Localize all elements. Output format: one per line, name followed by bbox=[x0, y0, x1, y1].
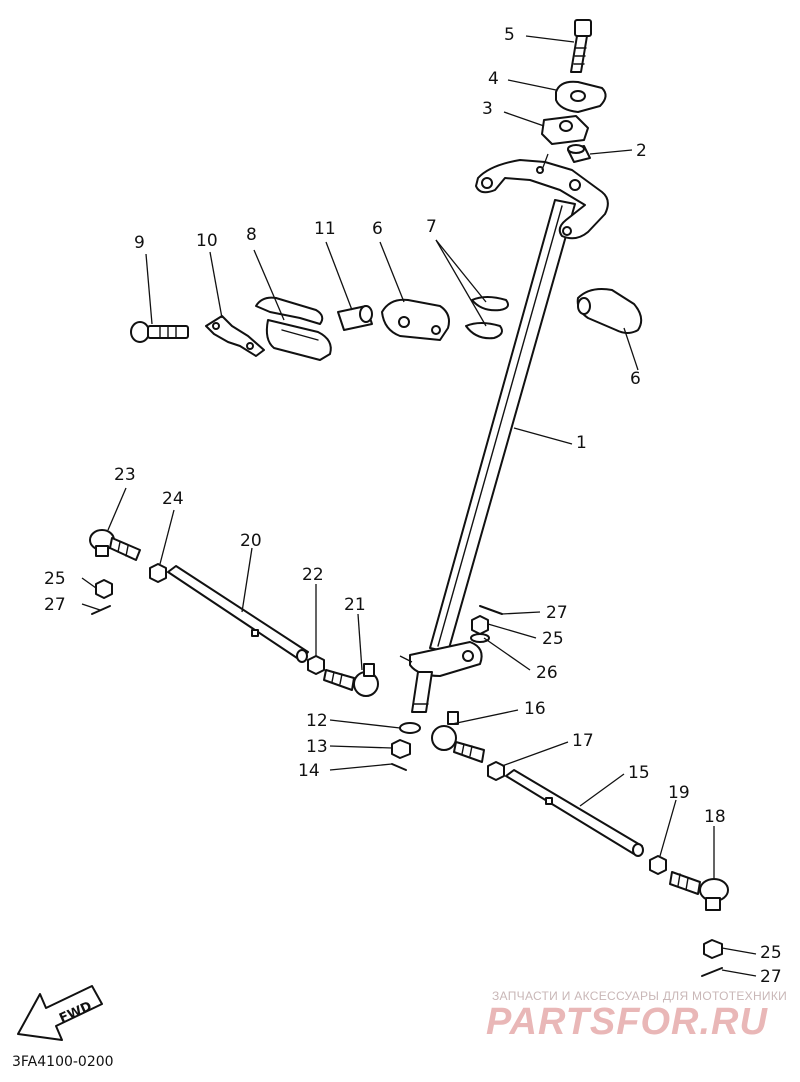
callout-25-left: 25 bbox=[44, 569, 66, 589]
plate-10 bbox=[205, 315, 265, 357]
nut-19 bbox=[649, 855, 667, 875]
rod-end-16 bbox=[431, 711, 485, 763]
callout-6-right: 6 bbox=[630, 369, 641, 389]
nut-25-right-bottom bbox=[703, 939, 723, 959]
nut-25-right-top bbox=[471, 615, 489, 635]
callout-2: 2 bbox=[636, 141, 647, 161]
pin-27-left bbox=[91, 605, 111, 615]
watermark-caption: ЗАПЧАСТИ И АКСЕССУАРЫ ДЛЯ МОТОТЕХНИКИ bbox=[492, 989, 787, 1003]
callout-5: 5 bbox=[504, 25, 515, 45]
callout-27-right-bottom: 27 bbox=[760, 967, 782, 987]
callout-21: 21 bbox=[344, 595, 366, 615]
callout-20: 20 bbox=[240, 531, 262, 551]
callout-24: 24 bbox=[162, 489, 184, 509]
callout-3: 3 bbox=[482, 99, 493, 119]
steering-column-shaft bbox=[409, 199, 576, 713]
callout-1: 1 bbox=[576, 433, 587, 453]
lock-plate-8 bbox=[255, 296, 332, 361]
rod-end-23 bbox=[89, 529, 141, 561]
bolt-9 bbox=[130, 321, 189, 343]
washer-26 bbox=[470, 633, 490, 643]
callout-10: 10 bbox=[196, 231, 218, 251]
nut-24 bbox=[149, 563, 167, 583]
callout-9: 9 bbox=[134, 233, 145, 253]
callout-numbers: 5 4 3 2 9 10 8 11 6 7 6 1 23 24 20 22 21… bbox=[44, 25, 782, 987]
callout-22: 22 bbox=[302, 565, 324, 585]
rod-end-21 bbox=[323, 663, 379, 697]
callout-27-left: 27 bbox=[44, 595, 66, 615]
nut-13 bbox=[391, 739, 411, 759]
washer-12 bbox=[399, 722, 421, 734]
holder-4 bbox=[555, 80, 607, 113]
nut-25-left bbox=[95, 579, 113, 599]
watermark-brand: PARTSFOR.RU bbox=[486, 1001, 768, 1043]
leader-lines bbox=[81, 35, 757, 977]
rod-end-18 bbox=[669, 871, 729, 911]
diagram-code: 3FA4100-0200 bbox=[12, 1054, 114, 1070]
callout-26: 26 bbox=[536, 663, 558, 683]
column-top-bracket bbox=[475, 159, 609, 240]
holder-6-right bbox=[576, 288, 643, 334]
pin-27-right-top bbox=[479, 605, 503, 615]
callout-18: 18 bbox=[704, 807, 726, 827]
callout-17: 17 bbox=[572, 731, 594, 751]
callout-19: 19 bbox=[668, 783, 690, 803]
callout-25-right-bottom: 25 bbox=[760, 943, 782, 963]
callout-27-right-top: 27 bbox=[546, 603, 568, 623]
callout-12: 12 bbox=[306, 711, 328, 731]
callout-14: 14 bbox=[298, 761, 320, 781]
callout-13: 13 bbox=[306, 737, 328, 757]
callout-15: 15 bbox=[628, 763, 650, 783]
holder-6-left bbox=[381, 298, 450, 341]
callout-6-left: 6 bbox=[372, 219, 383, 239]
tie-rod-15 bbox=[505, 769, 644, 857]
bushing-2 bbox=[567, 144, 591, 163]
pin-14 bbox=[391, 763, 407, 771]
nut-17 bbox=[487, 761, 505, 781]
callout-25-right-top: 25 bbox=[542, 629, 564, 649]
washer-7 bbox=[465, 296, 509, 340]
tie-rod-20 bbox=[167, 565, 309, 663]
callout-16: 16 bbox=[524, 699, 546, 719]
pin-27-right-bottom bbox=[701, 967, 723, 977]
callout-11: 11 bbox=[314, 219, 336, 239]
watermark: ЗАПЧАСТИ И АКСЕССУАРЫ ДЛЯ МОТОТЕХНИКИ PA… bbox=[486, 989, 787, 1043]
fwd-arrow: FWD bbox=[17, 985, 103, 1041]
callout-8: 8 bbox=[246, 225, 257, 245]
callout-23: 23 bbox=[114, 465, 136, 485]
nut-22 bbox=[307, 655, 325, 675]
callout-4: 4 bbox=[488, 69, 499, 89]
bolt-5 bbox=[570, 19, 592, 73]
collar-11 bbox=[337, 305, 373, 331]
callout-7: 7 bbox=[426, 217, 437, 237]
holder-3 bbox=[541, 115, 589, 145]
